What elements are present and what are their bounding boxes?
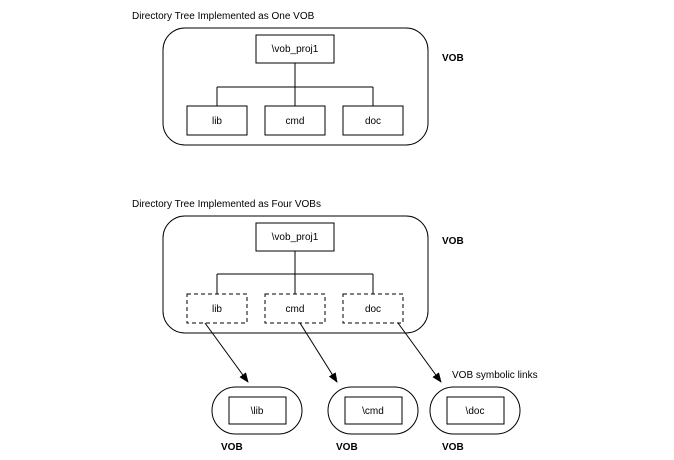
vob-doc-label: \doc bbox=[466, 406, 485, 417]
diagram1-tree-lines bbox=[216, 63, 374, 106]
symbolic-links-label: VOB symbolic links bbox=[452, 370, 538, 381]
diagram1-vob-label: VOB bbox=[442, 53, 464, 64]
diagram1-cmd-label: cmd bbox=[286, 116, 305, 127]
vob-cmd-label: \cmd bbox=[362, 406, 384, 417]
vob-cmd-container bbox=[327, 386, 419, 435]
diagram2-vob-label: VOB bbox=[442, 236, 464, 247]
diagram1-lib-label: lib bbox=[212, 116, 222, 127]
diagram2-lib-link-box bbox=[186, 293, 248, 324]
diagram2-root-box bbox=[255, 222, 335, 252]
vob-doc-container bbox=[429, 386, 521, 435]
arrow-lib bbox=[204, 322, 249, 383]
diagram2-root-label: \vob_proj1 bbox=[272, 232, 319, 243]
diagram2-cmd-link-label: cmd bbox=[286, 304, 305, 315]
diagram1-vob-container bbox=[162, 27, 429, 146]
diagram2-tree-lines bbox=[216, 251, 374, 294]
vob-cmd-caption: VOB bbox=[336, 442, 358, 453]
vob-lib-label: \lib bbox=[251, 406, 264, 417]
diagram2-title: Directory Tree Implemented as Four VOBs bbox=[132, 199, 321, 210]
vob-lib-caption: VOB bbox=[221, 442, 243, 453]
diagram2-cmd-link-box bbox=[264, 293, 326, 324]
diagram1-title: Directory Tree Implemented as One VOB bbox=[132, 11, 315, 22]
arrow-doc bbox=[397, 322, 442, 383]
diagram1-cmd-box bbox=[264, 105, 326, 136]
diagram2-vob-container bbox=[162, 215, 429, 334]
diagram2-doc-link-box bbox=[342, 293, 404, 324]
diagram2-doc-link-label: doc bbox=[365, 304, 381, 315]
arrow-cmd bbox=[299, 322, 338, 383]
vob-doc-box bbox=[446, 396, 505, 425]
vob-doc-caption: VOB bbox=[442, 442, 464, 453]
diagram1-doc-label: doc bbox=[365, 116, 381, 127]
diagram1-lib-box bbox=[186, 105, 248, 136]
vob-lib-box bbox=[228, 396, 287, 425]
diagram1-root-label: \vob_proj1 bbox=[272, 44, 319, 55]
diagram1-doc-box bbox=[342, 105, 404, 136]
diagram2-lib-link-label: lib bbox=[212, 304, 222, 315]
vob-cmd-box bbox=[344, 396, 403, 425]
vob-lib-container bbox=[211, 386, 303, 435]
